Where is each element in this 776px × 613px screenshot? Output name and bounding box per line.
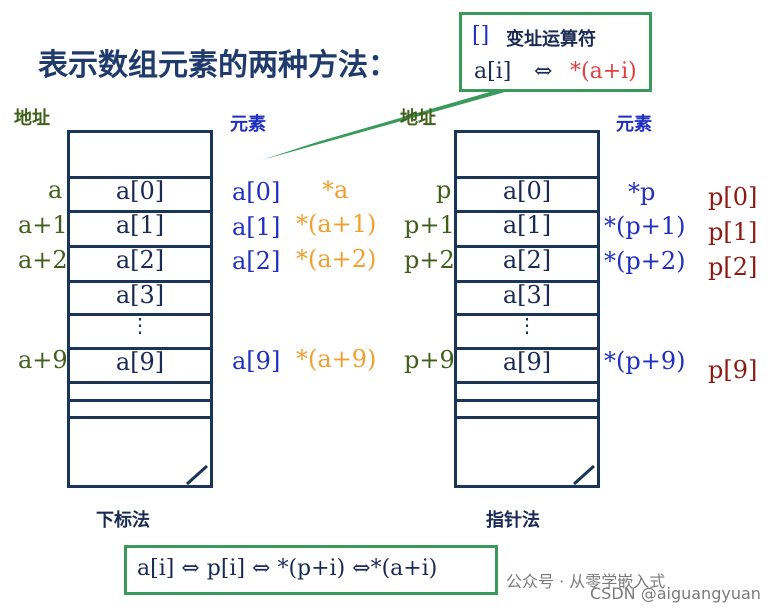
right-element-header: 元素 [616,114,652,135]
callout-label: 变址运算符 [506,29,596,50]
left-element: a[2] [232,247,281,275]
left-cell: a[2] [115,246,165,274]
callout-brackets: [] [472,23,490,48]
right-address-header: 地址 [400,108,436,129]
equivalence-text: a[i] ⇔ p[i] ⇔ *(p+i) ⇔*(a+i) [137,556,438,581]
right-pointer-expr: *(p+9) [604,347,686,375]
left-cell: a[9] [115,348,165,376]
callout-box: [] 变址运算符 a[i] ⇔ *(a+i) [459,12,652,92]
page-title: 表示数组元素的两种方法： [38,48,398,83]
equivalence-box: a[i] ⇔ p[i] ⇔ *(p+i) ⇔*(a+i) [124,545,498,595]
left-element: a[0] [232,178,281,206]
left-memory-block: a[0] a[1] a[2] a[3] ⋮ a[9] [67,130,213,488]
left-address: a+2 [18,246,68,274]
left-address: a [48,176,63,204]
left-address-header: 地址 [14,108,50,129]
left-pointer-expr: *(a+9) [296,345,377,373]
right-address: p [436,176,452,204]
left-pointer-expr: *a [322,176,349,204]
right-cell: a[1] [502,211,552,239]
left-cell: a[3] [115,281,165,309]
left-cell-ellipsis: ⋮ [130,313,150,337]
right-page-fold [572,460,596,486]
left-address: a+1 [18,211,68,239]
right-subscript: p[9] [708,356,758,384]
right-address: p+2 [404,246,455,274]
callout-expr-left: a[i] [474,59,512,84]
right-subscript: p[0] [708,183,758,211]
wechat-watermark: 公众号 · 从零学嵌入式 [506,572,666,591]
left-address: a+9 [18,346,68,374]
right-pointer-expr: *(p+2) [604,247,686,275]
right-cell: a[3] [502,281,552,309]
right-cell: a[2] [502,246,552,274]
right-pointer-expr: *(p+1) [604,212,686,240]
right-memory-block: a[0] a[1] a[2] a[3] ⋮ a[9] [454,130,600,488]
left-pointer-expr: *(a+2) [296,245,377,273]
right-pointer-expr: *p [628,178,656,206]
right-subscript: p[1] [708,218,758,246]
right-cell: a[0] [502,177,552,205]
left-cell: a[0] [115,177,165,205]
right-address: p+1 [404,211,455,239]
csdn-watermark: CSDN @aiguangyuan [590,584,761,603]
right-cell: a[9] [502,348,552,376]
right-cell-ellipsis: ⋮ [517,313,537,337]
right-address: p+9 [404,346,455,374]
callout-arrow: ⇔ [534,59,553,84]
left-cell: a[1] [115,211,165,239]
right-subscript: p[2] [708,253,758,281]
left-element-header: 元素 [230,114,266,135]
left-page-fold [185,460,209,486]
left-element: a[1] [232,213,281,241]
callout-expr-right: *(a+i) [570,59,637,84]
left-pointer-expr: *(a+1) [296,210,377,238]
left-caption: 下标法 [96,510,150,531]
right-caption: 指针法 [486,510,540,531]
left-element: a[9] [232,347,281,375]
